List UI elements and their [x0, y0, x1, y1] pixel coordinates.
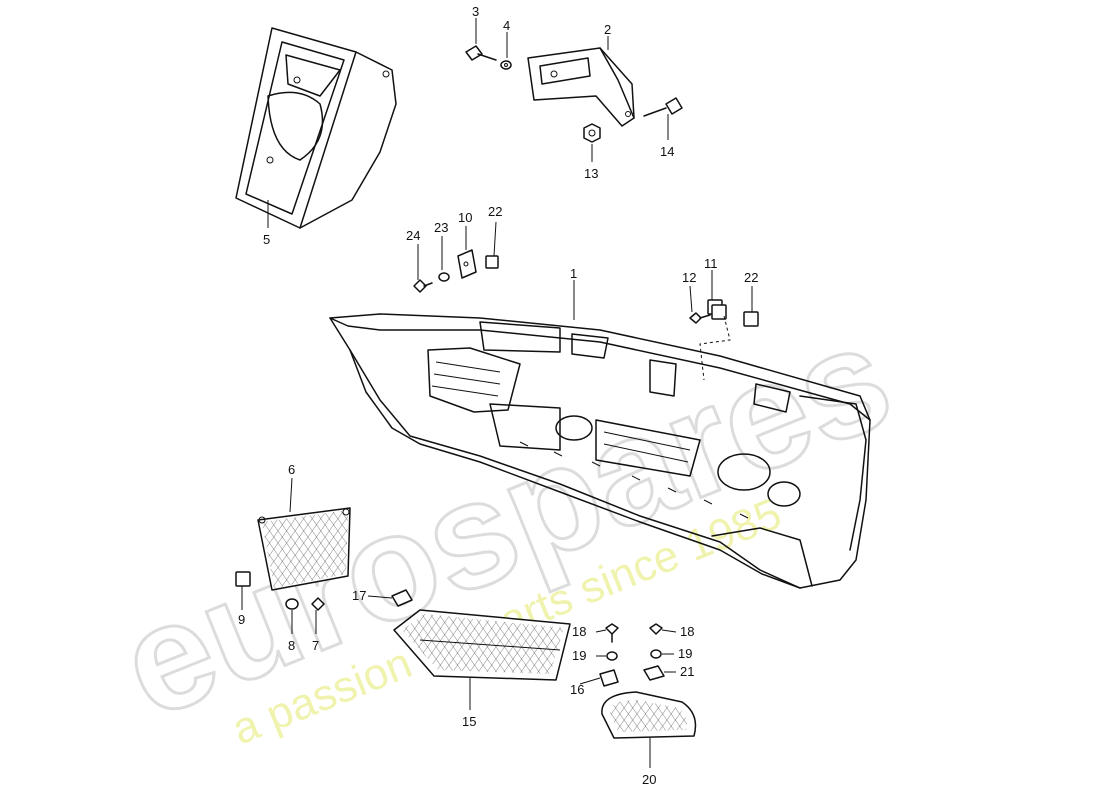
callout-18-right: 18	[680, 624, 694, 639]
part-20-grille	[601, 691, 697, 739]
callout-18-left: 18	[572, 624, 586, 639]
part-19-washer-left	[606, 651, 618, 661]
part-18-screw-left	[605, 623, 619, 643]
callout-20: 20	[642, 772, 656, 787]
part-22-clip-right	[743, 311, 759, 327]
callout-11: 11	[704, 256, 718, 271]
part-16-clip	[599, 669, 619, 687]
callout-13: 13	[584, 166, 598, 181]
callout-10: 10	[458, 210, 472, 225]
part-10-plate	[457, 249, 477, 279]
leader-lines	[241, 18, 753, 768]
part-4-washer	[500, 60, 512, 70]
part-19-washer-right	[650, 649, 662, 659]
part-9-clip	[235, 571, 251, 587]
callout-7: 7	[312, 638, 319, 653]
part-2-bracket	[527, 47, 635, 127]
part-3-bolt	[465, 45, 497, 61]
callout-15: 15	[462, 714, 476, 729]
part-12-screw	[689, 312, 711, 324]
callout-3: 3	[472, 4, 479, 19]
callout-1: 1	[570, 266, 577, 281]
callout-6: 6	[288, 462, 295, 477]
callout-17: 17	[352, 588, 366, 603]
callout-9: 9	[238, 612, 245, 627]
part-8-washer	[285, 598, 299, 610]
callout-14: 14	[660, 144, 674, 159]
part-13-nut	[583, 123, 601, 143]
callout-labels: 1 2 3 4 5 6 7 8 9 10 11 12 13 14 15 16 1…	[238, 4, 758, 787]
part-1-bumper	[329, 313, 871, 589]
callout-19-left: 19	[572, 648, 586, 663]
part-24-screw	[413, 279, 433, 293]
callout-5: 5	[263, 232, 270, 247]
part-14-bolt	[643, 97, 683, 117]
callout-22-top: 22	[488, 204, 502, 219]
callout-22-right: 22	[744, 270, 758, 285]
callout-19-right: 19	[678, 646, 692, 661]
callout-16: 16	[570, 682, 584, 697]
part-15-grille	[393, 609, 571, 681]
part-7-screw	[311, 597, 325, 611]
part-17-clip	[391, 589, 413, 607]
watermark: eurospares a passion for parts since 198…	[98, 289, 914, 754]
part-23-washer	[438, 272, 450, 282]
callout-4: 4	[503, 18, 510, 33]
callout-8: 8	[288, 638, 295, 653]
callout-23: 23	[434, 220, 448, 235]
part-6-grille	[257, 507, 351, 591]
part-21-clip	[643, 665, 665, 681]
callout-2: 2	[604, 22, 611, 37]
callout-12: 12	[682, 270, 696, 285]
part-5-bracket	[235, 27, 397, 229]
part-22-clip	[485, 255, 499, 269]
part-11-clip	[707, 299, 727, 320]
callout-21: 21	[680, 664, 694, 679]
part-18-screw-right	[649, 623, 663, 635]
callout-24: 24	[406, 228, 420, 243]
